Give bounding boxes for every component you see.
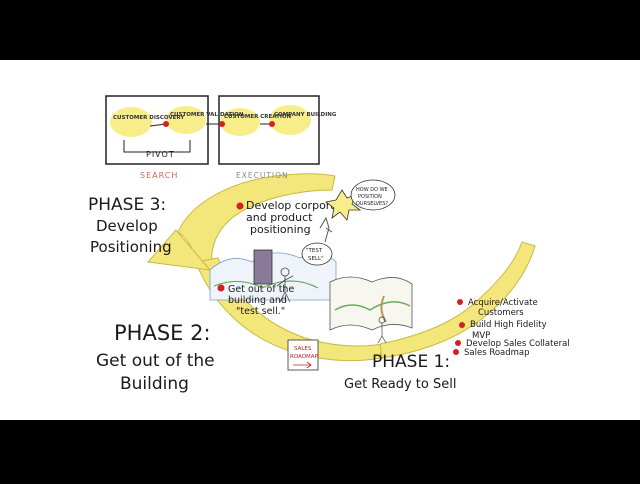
step-highlight-2: [166, 106, 206, 134]
positioning-line2: and product: [246, 211, 313, 224]
letterbox-top: [0, 0, 640, 60]
folded-map: [329, 276, 413, 331]
execution-label: EXECUTION: [236, 171, 289, 180]
grass-line: [213, 280, 319, 289]
phase-1-title: PHASE 1:: [372, 352, 450, 372]
bubble-line3: OURSELVES?: [356, 201, 388, 207]
positioning-note: Develop corporate and product positionin…: [236, 199, 348, 236]
bullet-1-line1: Acquire/Activate: [468, 298, 538, 308]
bullet-2-dot: [459, 322, 465, 328]
bullet-2-line1: Build High Fidelity: [470, 320, 547, 330]
step-highlight-1: [110, 107, 152, 137]
step-highlight-3: [220, 108, 260, 136]
phase-1-subtitle: Get Ready to Sell: [344, 377, 456, 392]
step-3-label: CUSTOMER CREATION: [224, 114, 292, 120]
person-body: [276, 275, 294, 303]
bullet-3-line1: Develop Sales Collateral: [466, 339, 570, 349]
bullet-2-line2: MVP: [472, 331, 490, 341]
map-person-body: [377, 323, 387, 344]
map-scene: [329, 276, 413, 344]
phase-3-line1: Develop: [96, 217, 158, 235]
phase-3-line2: Positioning: [90, 238, 172, 256]
step-2-label: CUSTOMER VALIDATION: [170, 112, 244, 118]
speech-bubble: HOW DO WE POSITION OURSELVES?: [319, 179, 396, 243]
step-highlight-4: [269, 105, 311, 135]
pivot-loop: [123, 140, 191, 153]
execution-box: [218, 95, 320, 165]
arrow-head: [147, 229, 212, 271]
step-bullet-1: [163, 121, 169, 127]
sales-roadmap-sign: SALES ROADMAP: [287, 339, 319, 371]
test-sell-bubble: [301, 242, 333, 266]
phase-3: PHASE 3: Develop Positioning: [88, 195, 172, 256]
phase-1: PHASE 1: Get Ready to Sell: [344, 352, 456, 392]
customer-development-flow: CUSTOMER DISCOVERY CUSTOMER VALIDATION C…: [105, 95, 337, 180]
bullet-4-dot: [453, 349, 459, 355]
test-sell-line1: "TEST: [306, 248, 323, 254]
letterbox-bottom: [0, 420, 640, 480]
phase-2-title: PHASE 2:: [114, 321, 211, 345]
phase-1-bullets: Acquire/Activate Customers Build High Fi…: [453, 298, 570, 358]
phase-2: PHASE 2: Get out of the Building: [96, 321, 215, 394]
phase-2-line1: Get out of the: [96, 351, 215, 371]
bullet-1-dot: [457, 299, 463, 305]
building-note-line1: Get out of the: [228, 284, 294, 295]
bubble-line2: POSITION: [358, 194, 382, 200]
search-label: SEARCH: [140, 171, 178, 180]
building-note: Get out of the building and "test sell.": [217, 284, 294, 317]
arrow-lower-right-arc: [379, 241, 536, 359]
sign-line2: ROADMAP: [290, 354, 319, 360]
positioning-bullet: [236, 202, 244, 210]
test-sell-line2: SELL": [308, 256, 324, 262]
bubble-outline: [350, 179, 396, 211]
map-terrain: [334, 301, 411, 311]
phase-2-line2: Building: [120, 374, 189, 394]
building-note-line2: building and: [228, 295, 287, 306]
bullet-4-line1: Sales Roadmap: [464, 348, 530, 358]
sign-line1: SALES: [294, 346, 312, 352]
bullet-1-line2: Customers: [478, 308, 524, 318]
building-note-bullet: [217, 284, 225, 292]
thinking-person: [319, 216, 333, 243]
search-box: [105, 95, 209, 165]
building-note-line3: "test sell.": [236, 306, 285, 317]
sign-arrow-icon: [293, 361, 312, 369]
positioning-line3: positioning: [250, 223, 311, 236]
pivot-label: PIVOT: [146, 150, 175, 159]
step-4-label: COMPANY BUILDING: [274, 112, 337, 118]
building-door: [253, 249, 273, 285]
step-bullet-3: [269, 121, 275, 127]
step-1-label-line1: CUSTOMER DISCOVERY: [113, 115, 185, 121]
phase-3-title: PHASE 3:: [88, 195, 166, 215]
positioning-line1: Develop corporate: [246, 199, 348, 212]
building-scene: "TEST SELL": [209, 242, 337, 303]
bubble-line1: HOW DO WE: [356, 187, 388, 193]
step-bullet-2: [219, 121, 225, 127]
bullet-3-dot: [455, 340, 461, 346]
